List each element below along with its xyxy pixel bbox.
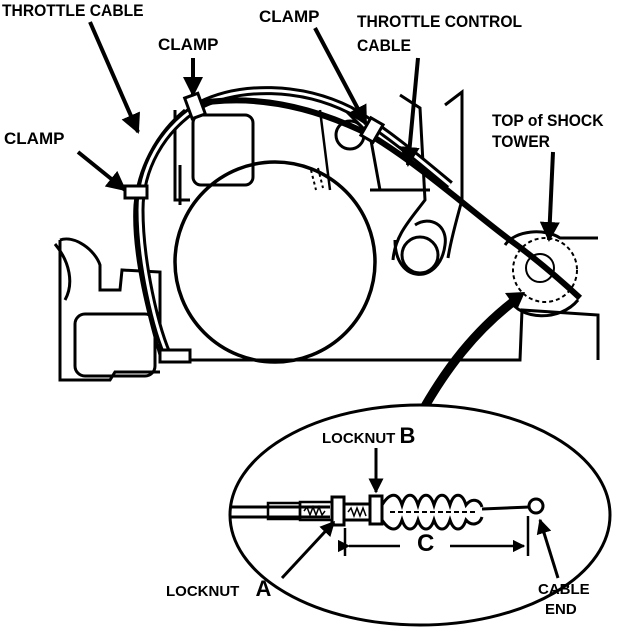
- label-throttle-control-cable-line2: CABLE: [357, 36, 411, 55]
- arrow-clamp-top-right: [313, 27, 368, 126]
- label-dimension-c: C: [417, 530, 435, 557]
- label-locknut-a-word: LOCKNUT: [166, 583, 240, 600]
- cable-base-fitting: [158, 348, 192, 364]
- locknut-b-hex: [368, 494, 384, 526]
- label-throttle-cable: THROTTLE CABLE: [2, 1, 144, 20]
- detail-inset: [228, 403, 612, 627]
- engine-body: [53, 237, 600, 382]
- label-throttle-control-cable-line1: THROTTLE CONTROL: [357, 12, 523, 31]
- label-cable-end-line2: END: [545, 601, 577, 618]
- throttle-control-cable: [133, 97, 583, 356]
- arrow-shock-tower: [539, 151, 560, 242]
- arrow-clamp-left: [76, 150, 127, 192]
- label-locknut-b-letter: B: [399, 423, 416, 448]
- leader-arrows: [76, 21, 560, 242]
- arrow-throttle-cable: [88, 21, 140, 134]
- inset-arrows: [280, 448, 560, 580]
- label-clamp-top-right: CLAMP: [259, 7, 320, 26]
- cable-end-ball: [527, 497, 545, 515]
- label-clamp-top-left: CLAMP: [158, 35, 219, 54]
- locknut-a-hex: [330, 495, 346, 527]
- callout-arrow: [416, 292, 525, 418]
- inset-cable: [230, 493, 545, 531]
- label-shock-tower-line2: TOWER: [492, 132, 550, 151]
- clamp-marks: [123, 91, 386, 200]
- throttle-cable: [135, 86, 453, 363]
- arrow-throttle-control-cable: [399, 57, 420, 167]
- label-locknut-b: LOCKNUT B: [322, 425, 415, 447]
- dimension-c-line: [337, 516, 530, 556]
- label-clamp-left: CLAMP: [4, 129, 65, 148]
- label-shock-tower-line1: TOP of SHOCK: [492, 111, 604, 130]
- intake-duct: [391, 88, 464, 276]
- arrow-locknut-a: [280, 520, 336, 580]
- arrow-cable-end: [536, 518, 560, 579]
- label-locknut-b-word: LOCKNUT: [322, 430, 396, 447]
- label-cable-end-line1: CABLE: [538, 581, 590, 598]
- label-locknut-a: LOCKNUT A: [166, 578, 271, 600]
- label-locknut-a-letter: A: [255, 576, 272, 601]
- air-cleaner: [173, 103, 430, 364]
